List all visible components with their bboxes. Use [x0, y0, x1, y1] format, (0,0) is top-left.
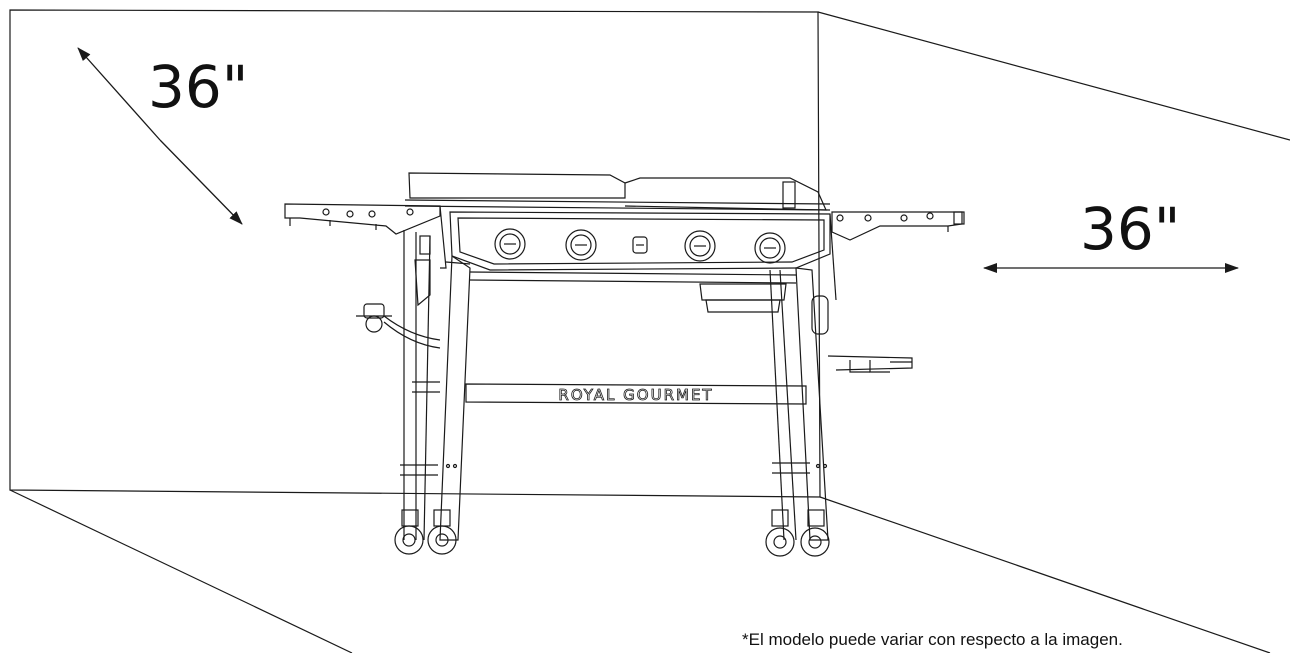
grease-tray [699, 283, 787, 301]
caster-wheel [427, 509, 457, 555]
burner-knob [684, 230, 716, 262]
burner-knob [494, 228, 526, 260]
burner-knobs [494, 228, 786, 264]
left-side-shelf [284, 203, 441, 235]
burner-knob [754, 232, 786, 264]
back-wall-outline [9, 9, 821, 498]
caster-wheels [394, 509, 830, 557]
griddle-lid [408, 172, 626, 199]
left-clearance-arrow-b [159, 139, 243, 225]
front-left-leg [439, 254, 471, 541]
caster-wheel [765, 509, 795, 557]
room-walls [9, 9, 1290, 653]
igniter-button [632, 236, 648, 254]
right-wall-top-edge [817, 11, 1290, 141]
control-panel [449, 211, 831, 271]
caster-wheel [394, 509, 424, 555]
tool-hooks [827, 355, 913, 373]
bottom-crossbar [465, 383, 807, 405]
propane-regulator [356, 303, 441, 349]
floor-left-edge [9, 489, 353, 653]
front-right-leg [795, 267, 829, 541]
left-clearance-label: 36" [148, 53, 249, 121]
clearance-arrows [77, 47, 1239, 273]
burner-knob [565, 229, 597, 261]
brand-plate: ROYAL GOURMET [558, 386, 713, 404]
left-clearance-arrow [77, 47, 161, 141]
caster-wheel [800, 509, 830, 557]
floor-right-edge [819, 496, 1271, 653]
disclaimer-note: *El modelo puede variar con respecto a l… [742, 630, 1123, 649]
right-clearance-label: 36" [1080, 195, 1181, 263]
griddle-illustration [284, 172, 965, 557]
right-side-shelf [831, 211, 963, 241]
